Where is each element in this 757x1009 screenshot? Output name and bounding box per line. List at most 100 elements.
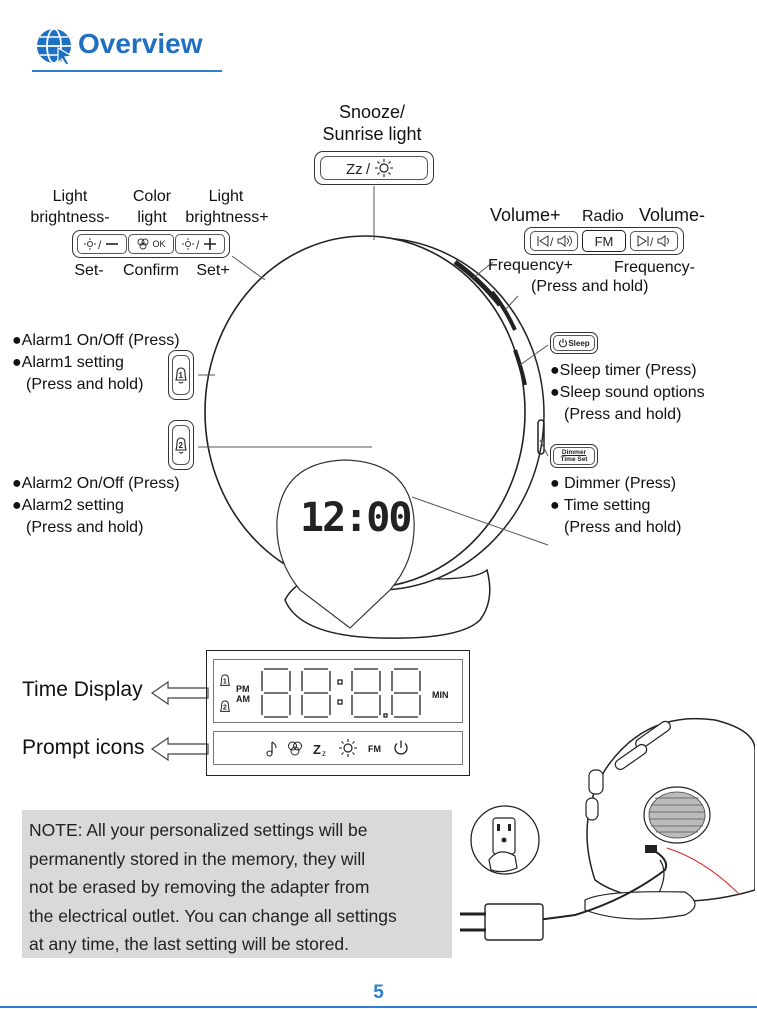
alarm2-press-hold: (Press and hold): [26, 519, 144, 536]
volume-minus-button[interactable]: /: [630, 231, 678, 251]
color-light-label-1: Color: [132, 188, 172, 205]
seven-segment-digits: [261, 668, 421, 718]
svg-text:/: /: [196, 238, 200, 251]
alarm2-setting: ●Alarm2 setting: [12, 497, 124, 514]
bell-2-icon: 2: [175, 437, 187, 454]
volume-minus-label: Volume-: [639, 205, 706, 225]
light-plus-label-1: Light: [208, 188, 244, 205]
fm-text: FM: [594, 233, 614, 249]
fm-indicator: FM: [368, 744, 381, 754]
alarm2-button[interactable]: 2: [168, 420, 194, 470]
min-indicator: MIN: [432, 690, 449, 700]
snooze-icon: Z z: [313, 742, 326, 758]
prompt-icons-arrow-icon: [150, 736, 209, 762]
confirm-label: Confirm: [122, 262, 179, 279]
bell-1-icon: 1: [175, 367, 187, 384]
svg-text:2: 2: [223, 705, 227, 712]
brightness-minus-icon: /: [83, 238, 118, 251]
alarm1-onoff: ●Alarm1 On/Off (Press): [12, 332, 180, 349]
dimmer-button[interactable]: Dimmer Time Set: [550, 444, 598, 468]
brightness-plus-icon: /: [182, 238, 217, 251]
note-line-4: the electrical outlet. You can change al…: [29, 905, 397, 926]
footer-line: [0, 1006, 757, 1008]
lcd-time-area: 1 2 PM AM MIN: [213, 659, 463, 723]
light-plus-button[interactable]: /: [175, 234, 226, 254]
page-number: 5: [373, 982, 384, 1003]
snooze-button[interactable]: Zz /: [314, 151, 434, 185]
clock-digits: 12:00: [300, 495, 412, 541]
light-plus-label-2: brightness+: [185, 209, 269, 226]
light-minus-label-1: Light: [52, 188, 88, 205]
music-note-icon: [266, 741, 277, 757]
title-underline: [32, 70, 222, 72]
color-ok-button[interactable]: OK: [127, 234, 174, 254]
frequency-plus-label: Frequency+: [488, 257, 573, 274]
radio-label: Radio: [582, 208, 624, 225]
color-light-label-2: light: [137, 209, 167, 226]
right-button-group: / FM /: [524, 227, 684, 255]
am-indicator: AM: [236, 694, 250, 704]
volume-plus-button[interactable]: /: [530, 231, 578, 251]
sleep-text: Sleep: [568, 338, 590, 348]
alarm-2-indicator-icon: 2: [219, 700, 231, 712]
note-line-1: NOTE: All your personalized settings wil…: [29, 820, 368, 840]
power-adapter-illustration: [460, 717, 755, 941]
prompt-icons-label: Prompt icons: [22, 736, 145, 759]
fm-radio-button[interactable]: FM: [582, 230, 626, 252]
snooze-sun-icon: Zz /: [346, 159, 393, 178]
next-volume-icon: /: [637, 235, 669, 248]
sunrise-icon: [339, 739, 357, 757]
power-icon: [559, 338, 568, 348]
pm-indicator: PM: [236, 684, 250, 694]
alarm1-setting: ●Alarm1 setting: [12, 354, 124, 371]
alarm-1-indicator-icon: 1: [219, 674, 231, 686]
ok-text: OK: [152, 239, 166, 249]
sleep-button[interactable]: Sleep: [550, 332, 598, 354]
volume-plus-label: Volume+: [490, 205, 561, 225]
alarm2-onoff: ●Alarm2 On/Off (Press): [12, 475, 180, 492]
globe-icon: [37, 28, 74, 66]
clock-illustration: [198, 186, 549, 639]
time-display-arrow-icon: [150, 680, 209, 706]
sleep-timer: ●Sleep timer (Press): [550, 362, 697, 379]
dimmer-press-hold: (Press and hold): [564, 519, 682, 536]
color-light-icon: [288, 741, 302, 756]
svg-text:1: 1: [179, 371, 184, 380]
note-line-5: at any time, the last setting will be st…: [29, 934, 350, 955]
svg-text:Z: Z: [313, 742, 321, 757]
note-line-3: not be erased by removing the adapter fr…: [29, 877, 370, 898]
svg-text:1: 1: [223, 679, 227, 686]
svg-text:2: 2: [179, 441, 184, 450]
frequency-press-hold: (Press and hold): [531, 278, 649, 295]
lcd-panel: 1 2 PM AM MIN: [206, 650, 470, 776]
note-line-2: permanently stored in the memory, they w…: [29, 848, 366, 869]
color-circles-icon: [138, 238, 149, 250]
svg-text:/: /: [650, 235, 654, 248]
sleep-power-icon: [394, 740, 408, 755]
svg-text:/: /: [550, 235, 554, 248]
sleep-press-hold: (Press and hold): [564, 406, 682, 423]
alarm1-press-hold: (Press and hold): [26, 376, 144, 393]
set-plus-label: Set+: [196, 262, 230, 279]
alarm1-button[interactable]: 1: [168, 350, 194, 400]
snooze-label-1: Snooze/: [338, 102, 406, 122]
sleep-sound-options: ●Sleep sound options: [550, 384, 705, 401]
dimmer-press: ● Dimmer (Press): [550, 475, 677, 492]
time-setting: ● Time setting: [550, 497, 651, 514]
timeset-text: Time Set: [560, 456, 588, 463]
snooze-label-2: Sunrise light: [322, 124, 422, 144]
lcd-icon-area: Z z FM: [213, 731, 463, 765]
svg-text:Zz: Zz: [346, 161, 363, 178]
prev-volume-icon: /: [537, 235, 572, 248]
frequency-minus-label: Frequency-: [614, 259, 695, 276]
dimmer-text: Dimmer: [561, 449, 587, 456]
light-minus-label-2: brightness-: [30, 209, 110, 226]
light-minus-button[interactable]: /: [76, 234, 127, 254]
note-box: NOTE: All your personalized settings wil…: [22, 810, 452, 958]
page-title: Overview: [78, 28, 203, 59]
set-minus-label: Set-: [74, 262, 104, 279]
svg-text:/: /: [98, 238, 102, 251]
svg-text:z: z: [322, 749, 326, 758]
svg-text:/: /: [366, 161, 371, 178]
left-button-group: / OK /: [72, 230, 230, 258]
